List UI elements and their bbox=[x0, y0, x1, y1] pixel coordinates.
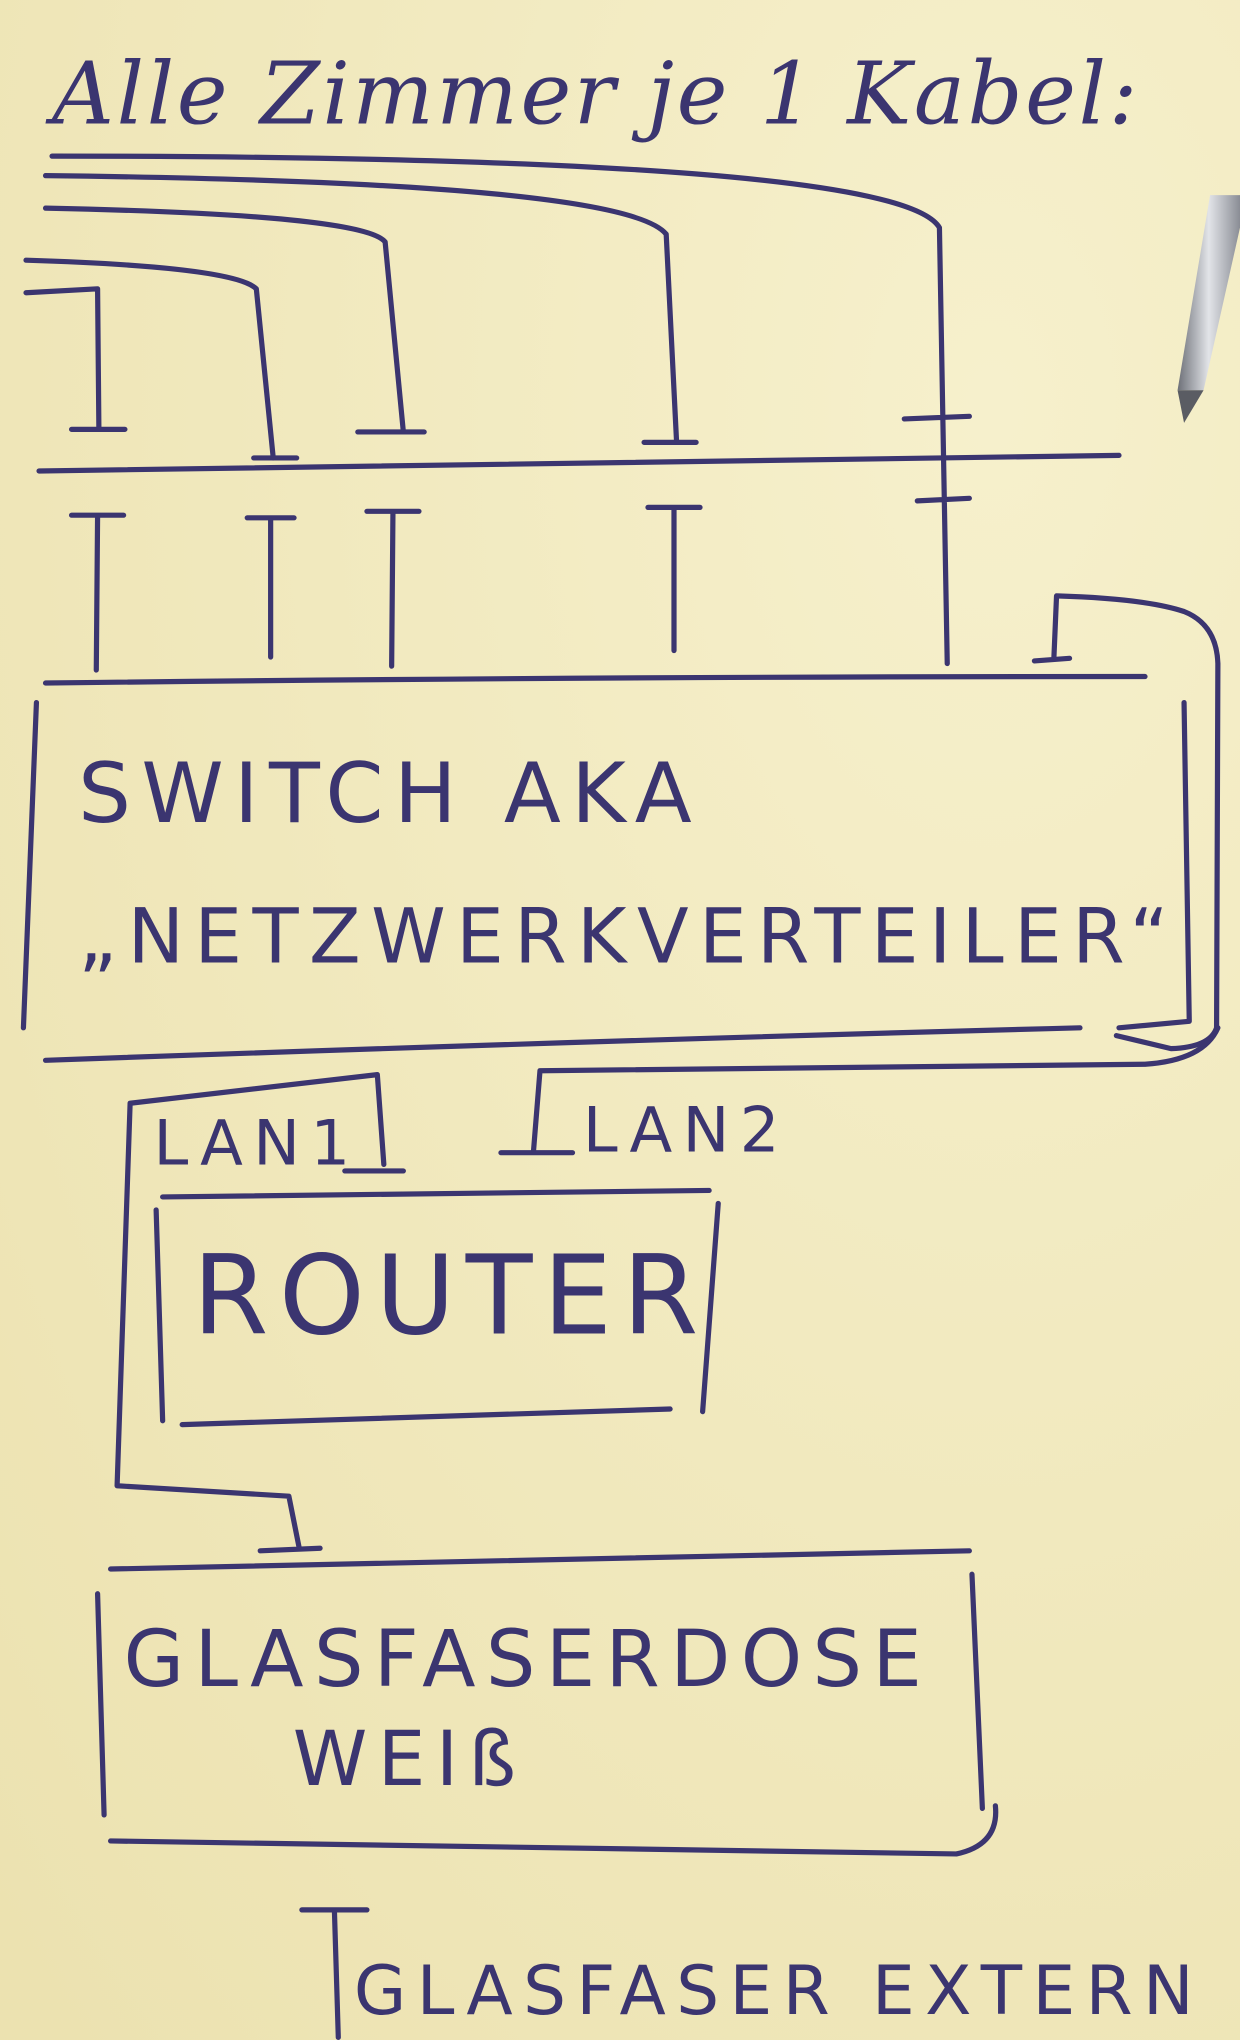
pen-icon bbox=[1177, 195, 1240, 423]
title-text: Alle Zimmer je 1 Kabel: bbox=[45, 45, 1140, 145]
external-fiber-cable bbox=[299, 1907, 370, 2040]
fiber-outlet-label-line2: WEIß bbox=[293, 1715, 527, 1803]
lan2-cable bbox=[498, 1025, 1221, 1156]
switch-box bbox=[20, 593, 1221, 1063]
fiber-outlet-box bbox=[94, 1548, 999, 1857]
lan2-label: LAN2 bbox=[583, 1093, 790, 1166]
lan1-cable bbox=[114, 1072, 406, 1554]
wall-line bbox=[36, 452, 1122, 474]
room-cables bbox=[23, 153, 972, 667]
router-label: ROUTER bbox=[193, 1233, 709, 1360]
fiber-outlet-label-line1: GLASFASERDOSE bbox=[124, 1615, 933, 1705]
switch-label-line1: SWITCH AKA bbox=[78, 745, 702, 842]
wall-sockets bbox=[68, 504, 703, 673]
lan1-label: LAN1 bbox=[154, 1106, 361, 1179]
external-fiber-label: GLASFASER EXTERN bbox=[354, 1951, 1204, 2030]
router-box bbox=[153, 1187, 721, 1428]
switch-label-line2: „NETZWERKVERTEILER“ bbox=[78, 893, 1179, 981]
